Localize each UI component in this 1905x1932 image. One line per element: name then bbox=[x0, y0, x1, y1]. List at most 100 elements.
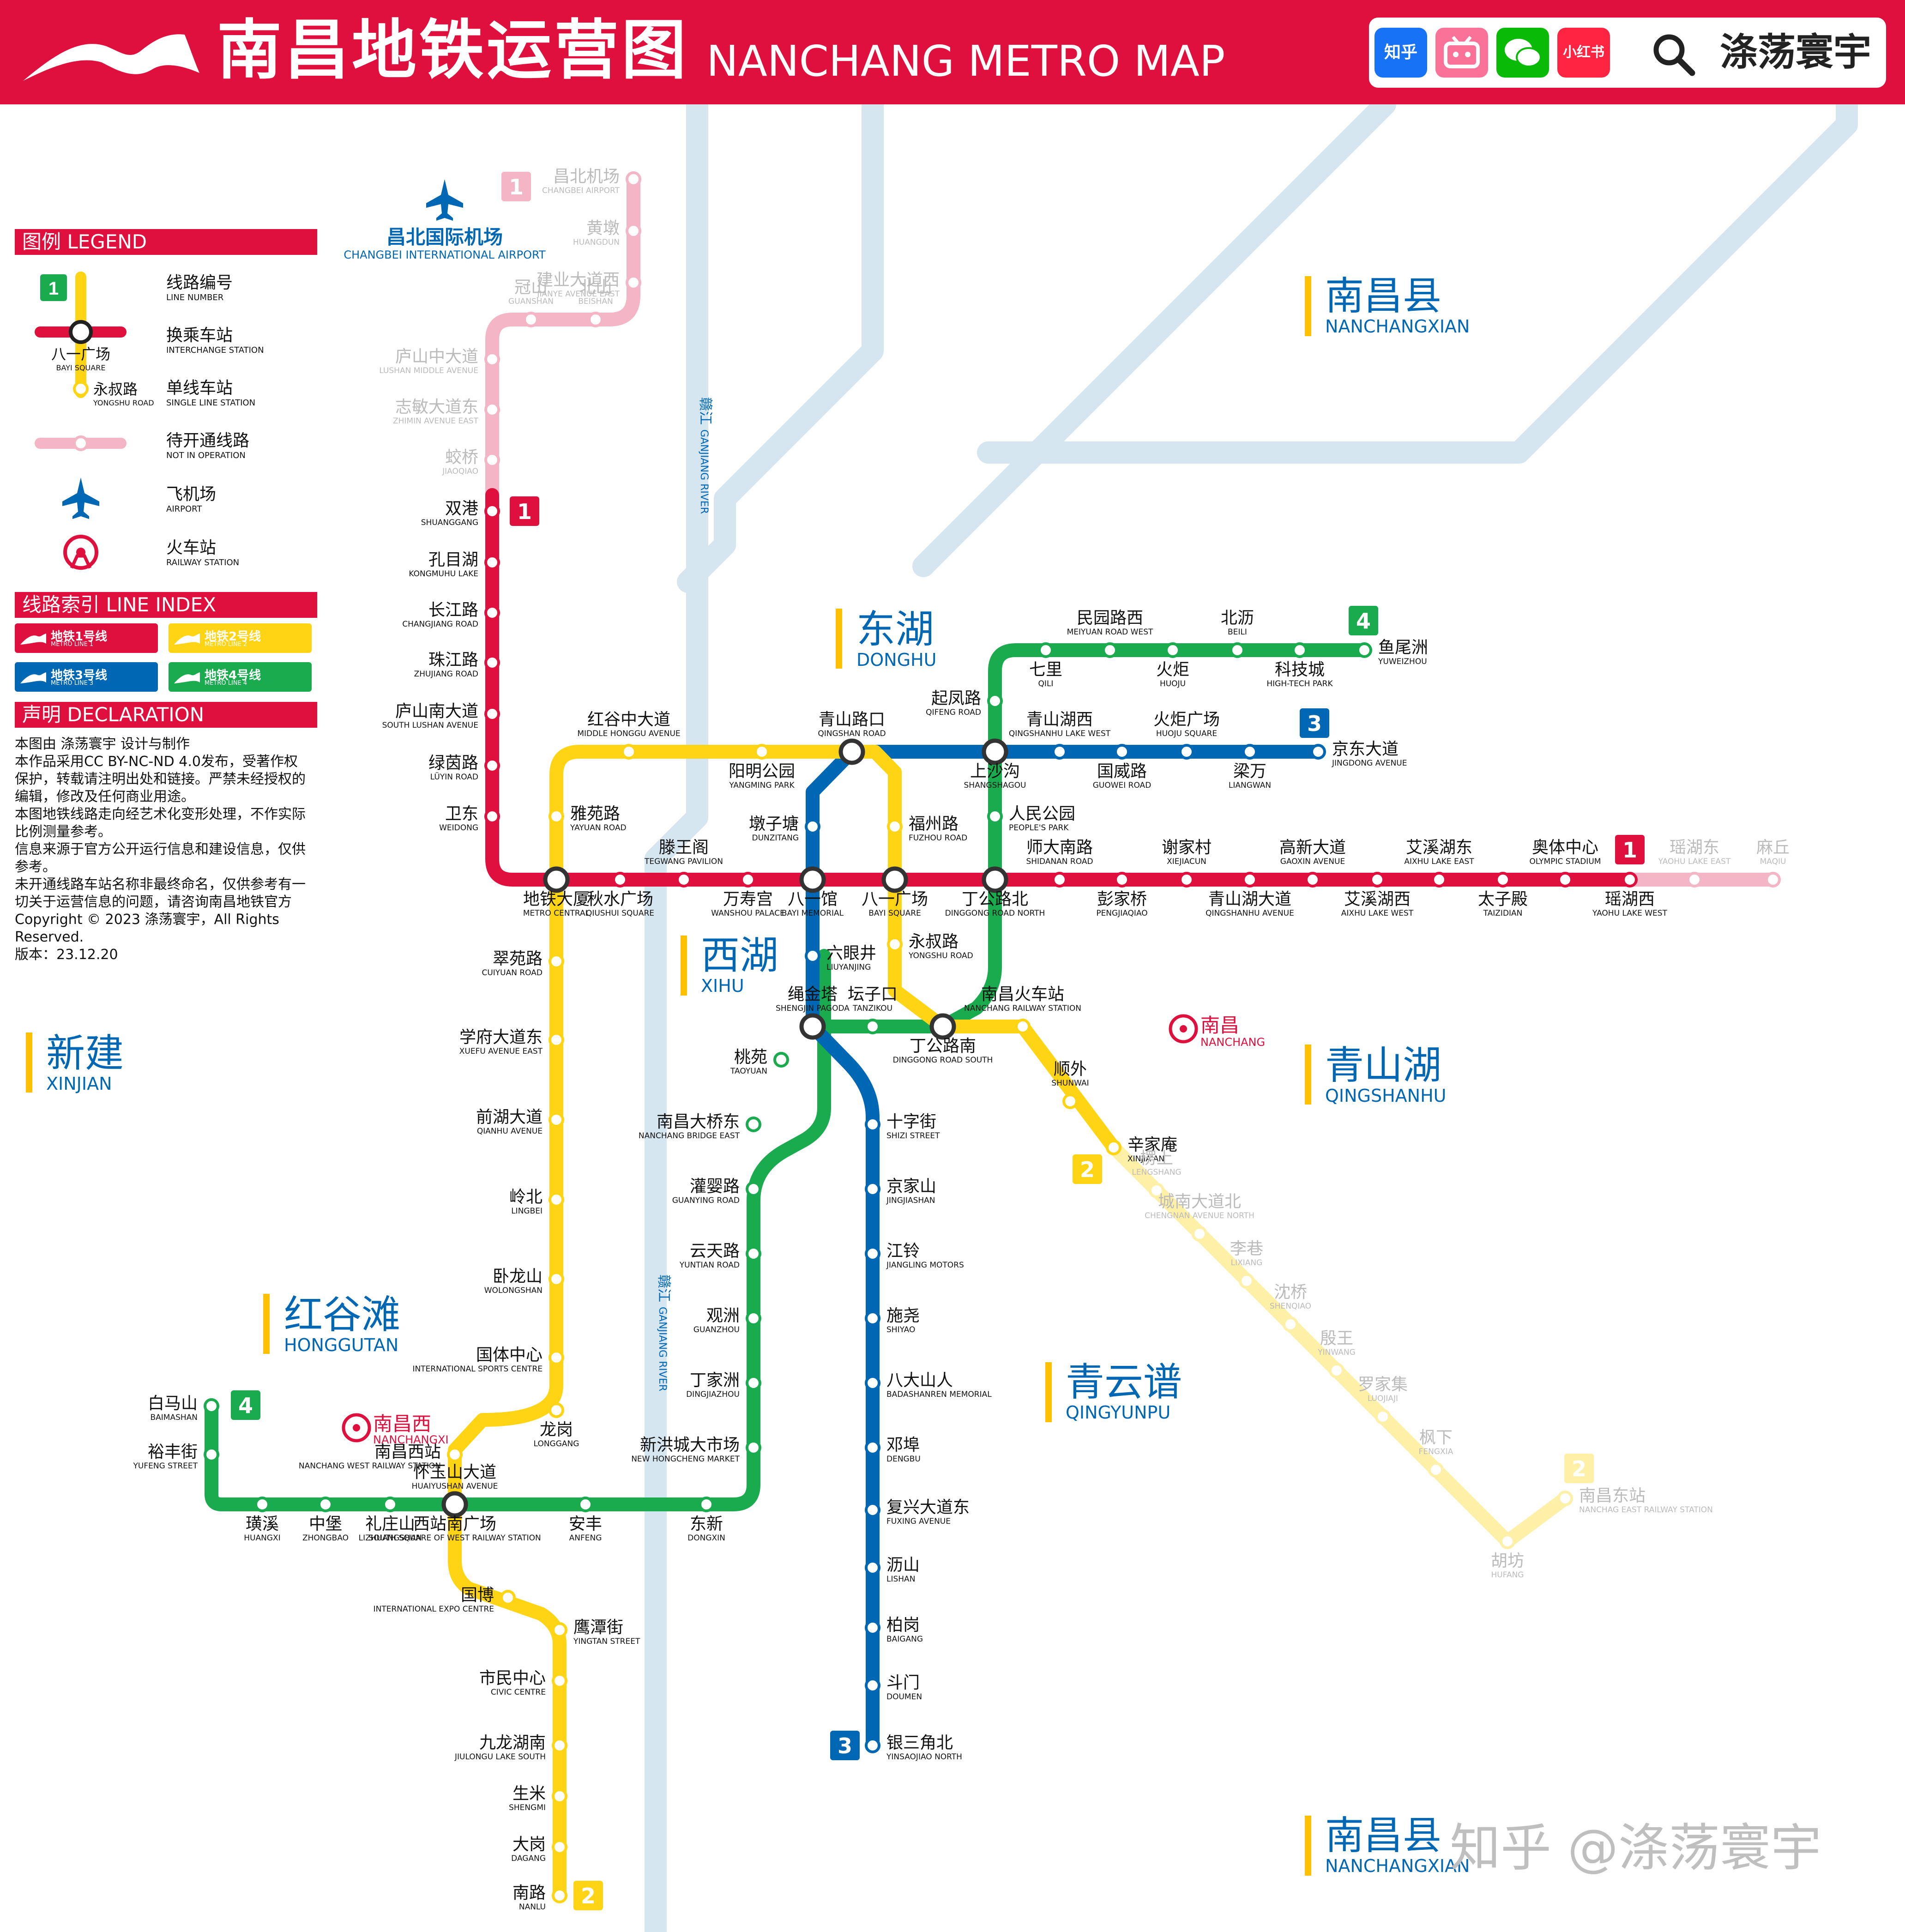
station-marker[interactable] bbox=[699, 1497, 714, 1512]
interchange-station-marker[interactable] bbox=[881, 866, 908, 893]
station-marker[interactable] bbox=[1495, 872, 1511, 888]
station-marker[interactable] bbox=[204, 1447, 219, 1462]
station-marker[interactable] bbox=[626, 171, 641, 187]
station-marker[interactable] bbox=[549, 809, 564, 824]
station-marker[interactable] bbox=[1239, 1273, 1254, 1289]
station-marker[interactable] bbox=[805, 948, 820, 964]
station-marker[interactable] bbox=[987, 693, 1003, 709]
station-marker[interactable] bbox=[740, 872, 756, 888]
station-marker[interactable] bbox=[754, 744, 770, 760]
station-marker[interactable] bbox=[1242, 744, 1258, 760]
station-marker[interactable] bbox=[549, 1112, 564, 1128]
station-marker[interactable] bbox=[1038, 642, 1054, 658]
station-marker[interactable] bbox=[676, 872, 692, 888]
station-marker[interactable] bbox=[865, 1620, 880, 1636]
station-marker[interactable] bbox=[1557, 872, 1573, 888]
station-marker[interactable] bbox=[552, 1788, 567, 1804]
station-marker[interactable] bbox=[549, 1402, 564, 1418]
station-marker[interactable] bbox=[552, 1622, 567, 1638]
station-marker[interactable] bbox=[805, 819, 820, 834]
station-marker[interactable] bbox=[552, 1673, 567, 1689]
zhihu-icon[interactable]: 知乎 bbox=[1374, 28, 1427, 78]
station-marker[interactable] bbox=[865, 1310, 880, 1326]
wechat-icon[interactable] bbox=[1496, 28, 1549, 78]
station-marker[interactable] bbox=[484, 758, 500, 773]
station-marker[interactable] bbox=[887, 819, 903, 834]
station-marker[interactable] bbox=[484, 351, 500, 367]
station-marker[interactable] bbox=[318, 1497, 333, 1512]
search-icon[interactable] bbox=[1651, 31, 1697, 78]
station-marker[interactable] bbox=[1179, 872, 1194, 888]
station-marker[interactable] bbox=[254, 1497, 270, 1512]
station-marker[interactable] bbox=[1179, 744, 1194, 760]
station-marker[interactable] bbox=[1305, 872, 1320, 888]
station-marker[interactable] bbox=[773, 1052, 789, 1068]
station-marker[interactable] bbox=[987, 809, 1003, 824]
station-marker[interactable] bbox=[552, 1738, 567, 1753]
station-marker[interactable] bbox=[549, 1032, 564, 1048]
station-marker[interactable] bbox=[1431, 872, 1447, 888]
station-marker[interactable] bbox=[1500, 1534, 1515, 1549]
station-marker[interactable] bbox=[1375, 1409, 1391, 1425]
station-marker[interactable] bbox=[552, 1839, 567, 1855]
station-marker[interactable] bbox=[1102, 642, 1118, 658]
station-marker[interactable] bbox=[588, 312, 603, 327]
station-marker[interactable] bbox=[484, 503, 500, 519]
station-marker[interactable] bbox=[1052, 872, 1067, 888]
station-marker[interactable] bbox=[484, 605, 500, 621]
station-marker[interactable] bbox=[523, 312, 539, 327]
station-marker[interactable] bbox=[1622, 872, 1638, 888]
station-marker[interactable] bbox=[1329, 1363, 1344, 1378]
station-marker[interactable] bbox=[549, 1192, 564, 1208]
station-marker[interactable] bbox=[1765, 872, 1781, 888]
station-marker[interactable] bbox=[1192, 1226, 1207, 1242]
